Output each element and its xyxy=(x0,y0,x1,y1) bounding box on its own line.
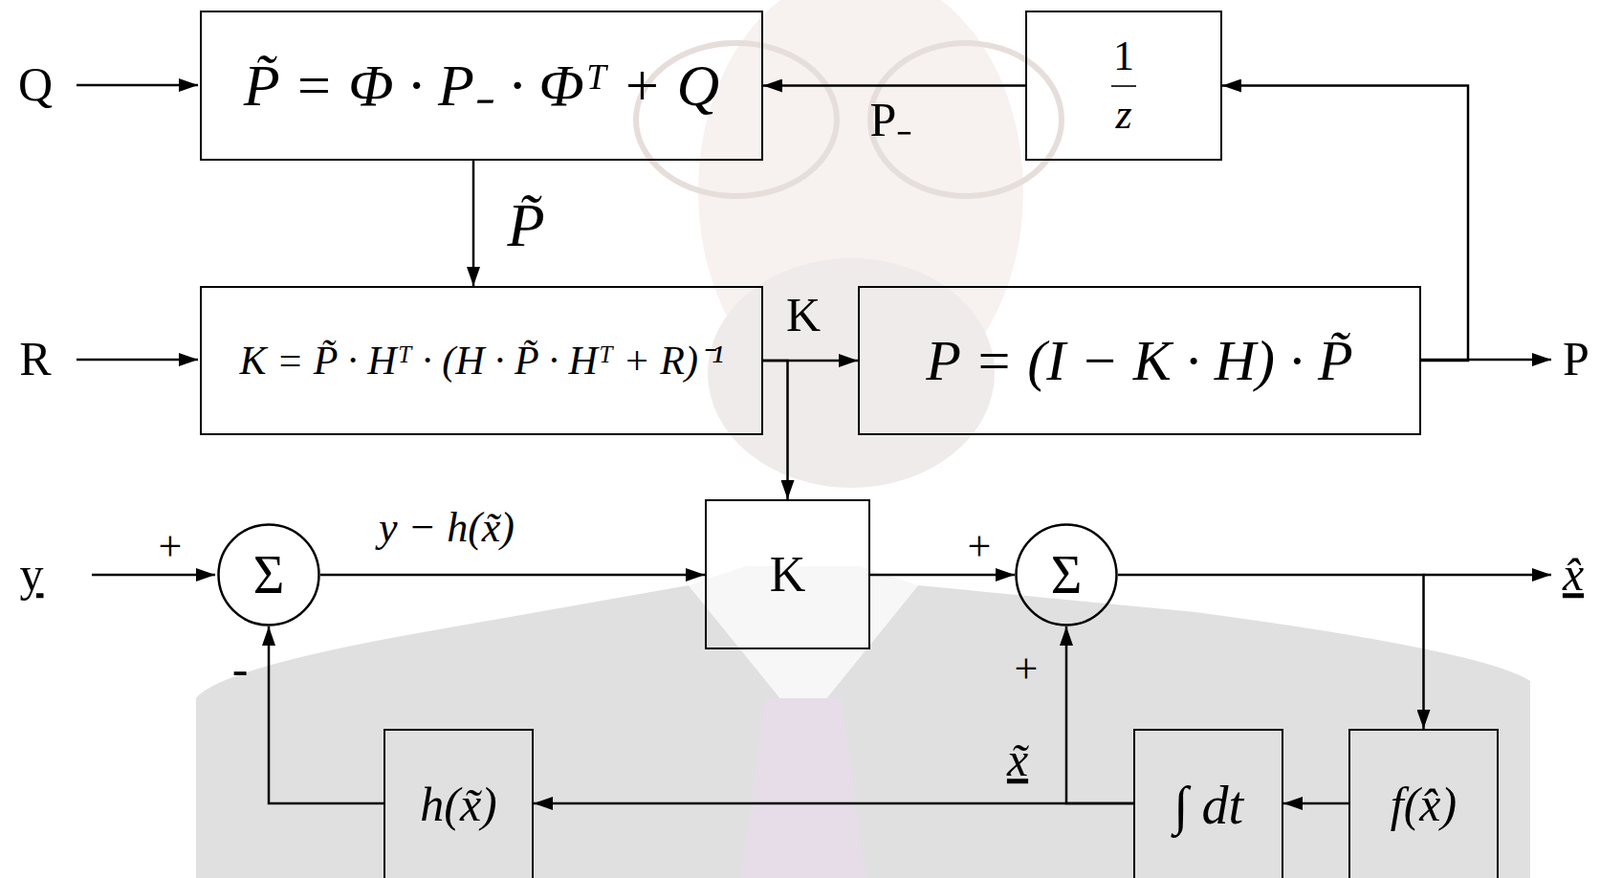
node-text: ∫ dt xyxy=(1173,774,1244,836)
tie-shade xyxy=(741,698,866,878)
label-holder: Q xyxy=(18,57,53,113)
label-holder: + xyxy=(158,523,183,572)
label-holder: + xyxy=(1014,645,1039,695)
signal-connector xyxy=(268,626,384,804)
node-text: P = (I − K · H) · P̃ xyxy=(925,328,1353,395)
label-holder: R xyxy=(19,331,51,388)
dynamics-box: f(x̂) xyxy=(1348,728,1499,878)
output-wire xyxy=(1423,573,1552,577)
signal-connector xyxy=(1066,626,1134,804)
junction-circle xyxy=(219,525,320,626)
measurement-box: h(x̃) xyxy=(383,728,534,878)
edge-label-holder: y − h(x̃) xyxy=(378,504,515,553)
node-text: K xyxy=(769,546,807,604)
sign-mark: + xyxy=(158,523,183,572)
sign-mark: - xyxy=(232,641,249,698)
label-holder: P xyxy=(1562,331,1590,388)
signal-connector xyxy=(870,573,1015,577)
edge-label-holder: K xyxy=(786,287,821,344)
node-text: f(x̂) xyxy=(1390,777,1457,833)
signal-connector xyxy=(763,360,789,500)
edge-label: y − h(x̃) xyxy=(378,504,515,553)
input-name: R xyxy=(19,331,51,388)
sum-junction: Σ xyxy=(1014,523,1118,627)
edge-label-holder: P̃ xyxy=(506,190,545,262)
node-text: h(x̃) xyxy=(419,777,498,833)
edge-label-holder: P₋ xyxy=(870,92,914,149)
input-name: Q xyxy=(18,57,53,113)
edge-label-holder: x̃ xyxy=(1007,732,1029,789)
signal-name: y xyxy=(20,547,44,603)
label-holder: x̂ xyxy=(1562,547,1584,603)
edge-label: x̃ xyxy=(1007,732,1029,789)
delay-box: 1z xyxy=(1025,10,1223,161)
fraction-bar xyxy=(1111,85,1137,88)
label-holder: - xyxy=(232,641,249,698)
node-text: Σ xyxy=(253,544,285,606)
covariance-update-box: P = (I − K · H) · P̃ xyxy=(857,285,1422,436)
signal-connector xyxy=(1222,86,1469,362)
output-name: P xyxy=(1562,331,1590,388)
node-text: 1 xyxy=(1113,32,1135,82)
edge-label: P₋ xyxy=(870,92,914,149)
gain-box: K xyxy=(704,499,871,650)
label-holder: + xyxy=(967,523,992,572)
node-text: K = P̃ · Hᵀ · (H · P̃ · Hᵀ + R)⁻¹ xyxy=(239,337,724,384)
sum-junction: Σ xyxy=(217,523,321,627)
junction-circle xyxy=(1016,525,1118,626)
integrator-box: ∫ dt xyxy=(1133,728,1284,878)
edge-label: K xyxy=(786,287,821,344)
node-text: Σ xyxy=(1051,544,1083,606)
signal-connector xyxy=(320,573,705,577)
input-wire xyxy=(91,573,216,577)
signal-connector xyxy=(472,160,476,286)
glasses-lens xyxy=(870,43,1062,197)
gain-compute-box: K = P̃ · Hᵀ · (H · P̃ · Hᵀ + R)⁻¹ xyxy=(199,285,764,436)
signal-connector xyxy=(1283,802,1349,806)
signal-connector xyxy=(533,802,1134,806)
input-wire xyxy=(76,84,198,88)
node-text: P̃ = Φ · P₋ · Φᵀ + Q xyxy=(243,51,720,120)
label-holder: y xyxy=(20,547,44,603)
signal-connector xyxy=(1117,574,1425,729)
covariance-predict-box: P̃ = Φ · P₋ · Φᵀ + Q xyxy=(199,10,764,161)
signal-name: x̂ xyxy=(1562,547,1584,603)
sign-mark: + xyxy=(967,523,992,572)
sign-mark: + xyxy=(1014,645,1039,695)
edge-label: P̃ xyxy=(506,190,545,262)
node-text: z xyxy=(1115,90,1132,140)
signal-connector xyxy=(763,84,1026,88)
input-wire xyxy=(76,358,198,362)
